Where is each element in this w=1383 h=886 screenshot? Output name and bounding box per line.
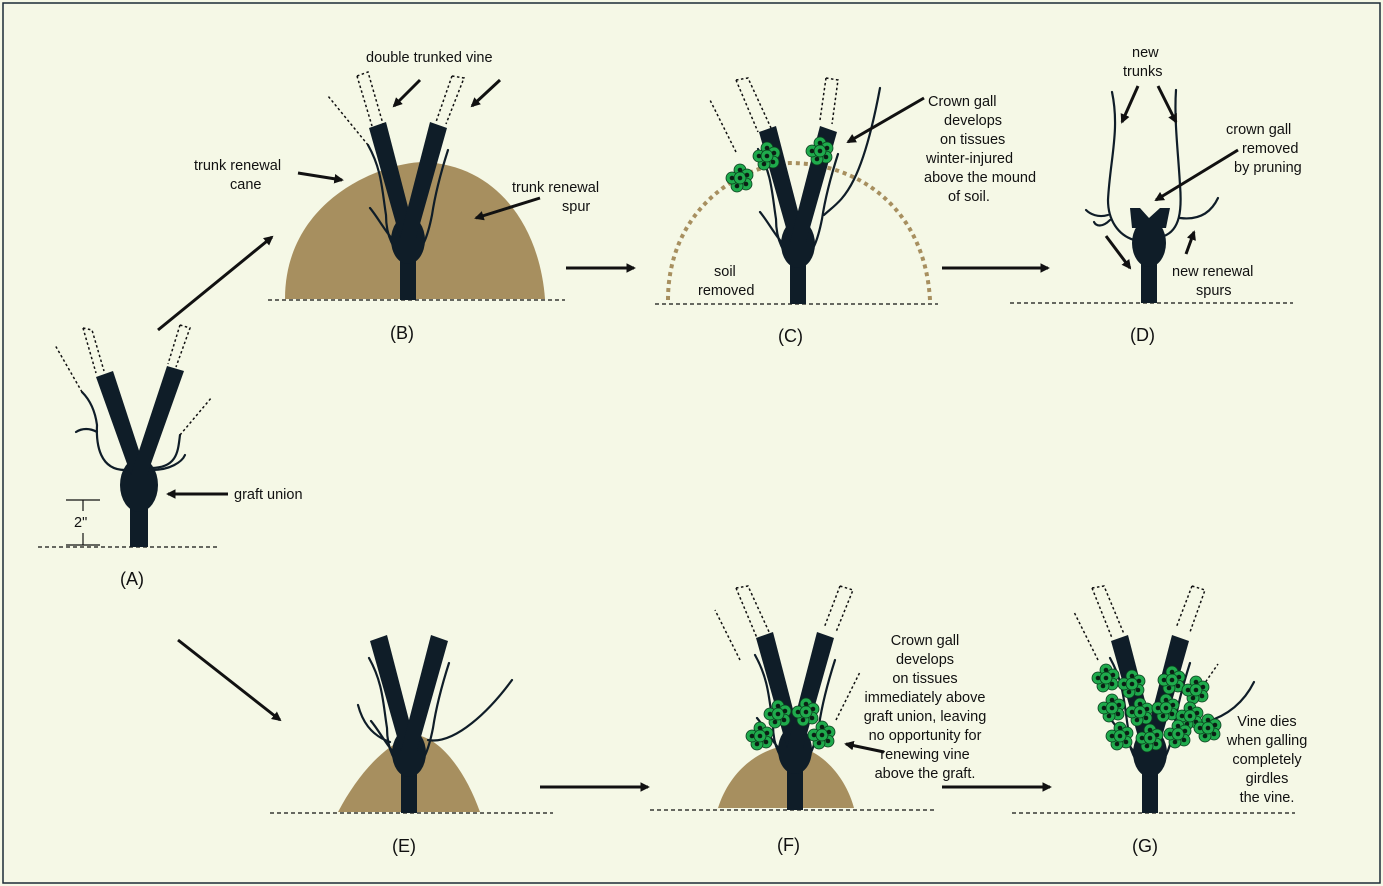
panel-f-caption: (F) [777, 835, 800, 855]
panel-a-caption: (A) [120, 569, 144, 589]
panel-b-cane-label-1: trunk renewal [194, 158, 281, 174]
panel-f-gall-label-8: above the graft. [875, 766, 976, 782]
panel-c-gall-label-5: above the mound [924, 170, 1036, 186]
panel-d-removed-label-2: removed [1242, 141, 1298, 157]
panel-g-dies-label-3: completely [1232, 752, 1302, 768]
panel-c-gall-label-1: Crown gall [928, 94, 997, 110]
panel-d-removed-label-3: by pruning [1234, 160, 1302, 176]
panel-c-gall-label-6: of soil. [948, 189, 990, 205]
panel-b-cane-label-2: cane [230, 177, 261, 193]
panel-g-caption: (G) [1132, 836, 1158, 856]
panel-b-caption: (B) [390, 323, 414, 343]
panel-c-caption: (C) [778, 326, 803, 346]
panel-d-spurs-label-1: new renewal [1172, 264, 1253, 280]
panel-d-removed-label-1: crown gall [1226, 122, 1291, 138]
panel-b-spur-label-1: trunk renewal [512, 180, 599, 196]
panel-b-double-trunk-label: double trunked vine [366, 50, 493, 66]
panel-f-gall-label-6: no opportunity for [869, 728, 982, 744]
panel-f-gall-label-3: on tissues [892, 671, 957, 687]
diagram-frame [3, 3, 1380, 883]
panel-d-caption: (D) [1130, 325, 1155, 345]
panel-c-soil-label-1: soil [714, 264, 736, 280]
panel-f-gall-label-2: develops [896, 652, 954, 668]
panel-a-height-label: 2" [74, 515, 87, 531]
panel-c-soil-label-2: removed [698, 283, 754, 299]
panel-b-spur-label-2: spur [562, 199, 590, 215]
panel-f-gall-label-4: immediately above [865, 690, 986, 706]
panel-d-trunks-label-1: new [1132, 45, 1159, 61]
panel-e-caption: (E) [392, 836, 416, 856]
panel-d-spurs-label-2: spurs [1196, 283, 1231, 299]
panel-g-dies-label-5: the vine. [1240, 790, 1295, 806]
panel-a-graft-label: graft union [234, 487, 303, 503]
panel-g-dies-label-4: girdles [1246, 771, 1289, 787]
panel-f-gall-label-5: graft union, leaving [864, 709, 987, 725]
panel-d-trunks-label-2: trunks [1123, 64, 1163, 80]
panel-c-gall-label-3: on tissues [940, 132, 1005, 148]
panel-g-dies-label-2: when galling [1226, 733, 1308, 749]
panel-c-gall-label-4: winter-injured [925, 151, 1013, 167]
panel-c-gall-label-2: develops [944, 113, 1002, 129]
panel-g-dies-label-1: Vine dies [1237, 714, 1296, 730]
panel-f-gall-label-1: Crown gall [891, 633, 960, 649]
panel-f-gall-label-7: renewing vine [880, 747, 969, 763]
